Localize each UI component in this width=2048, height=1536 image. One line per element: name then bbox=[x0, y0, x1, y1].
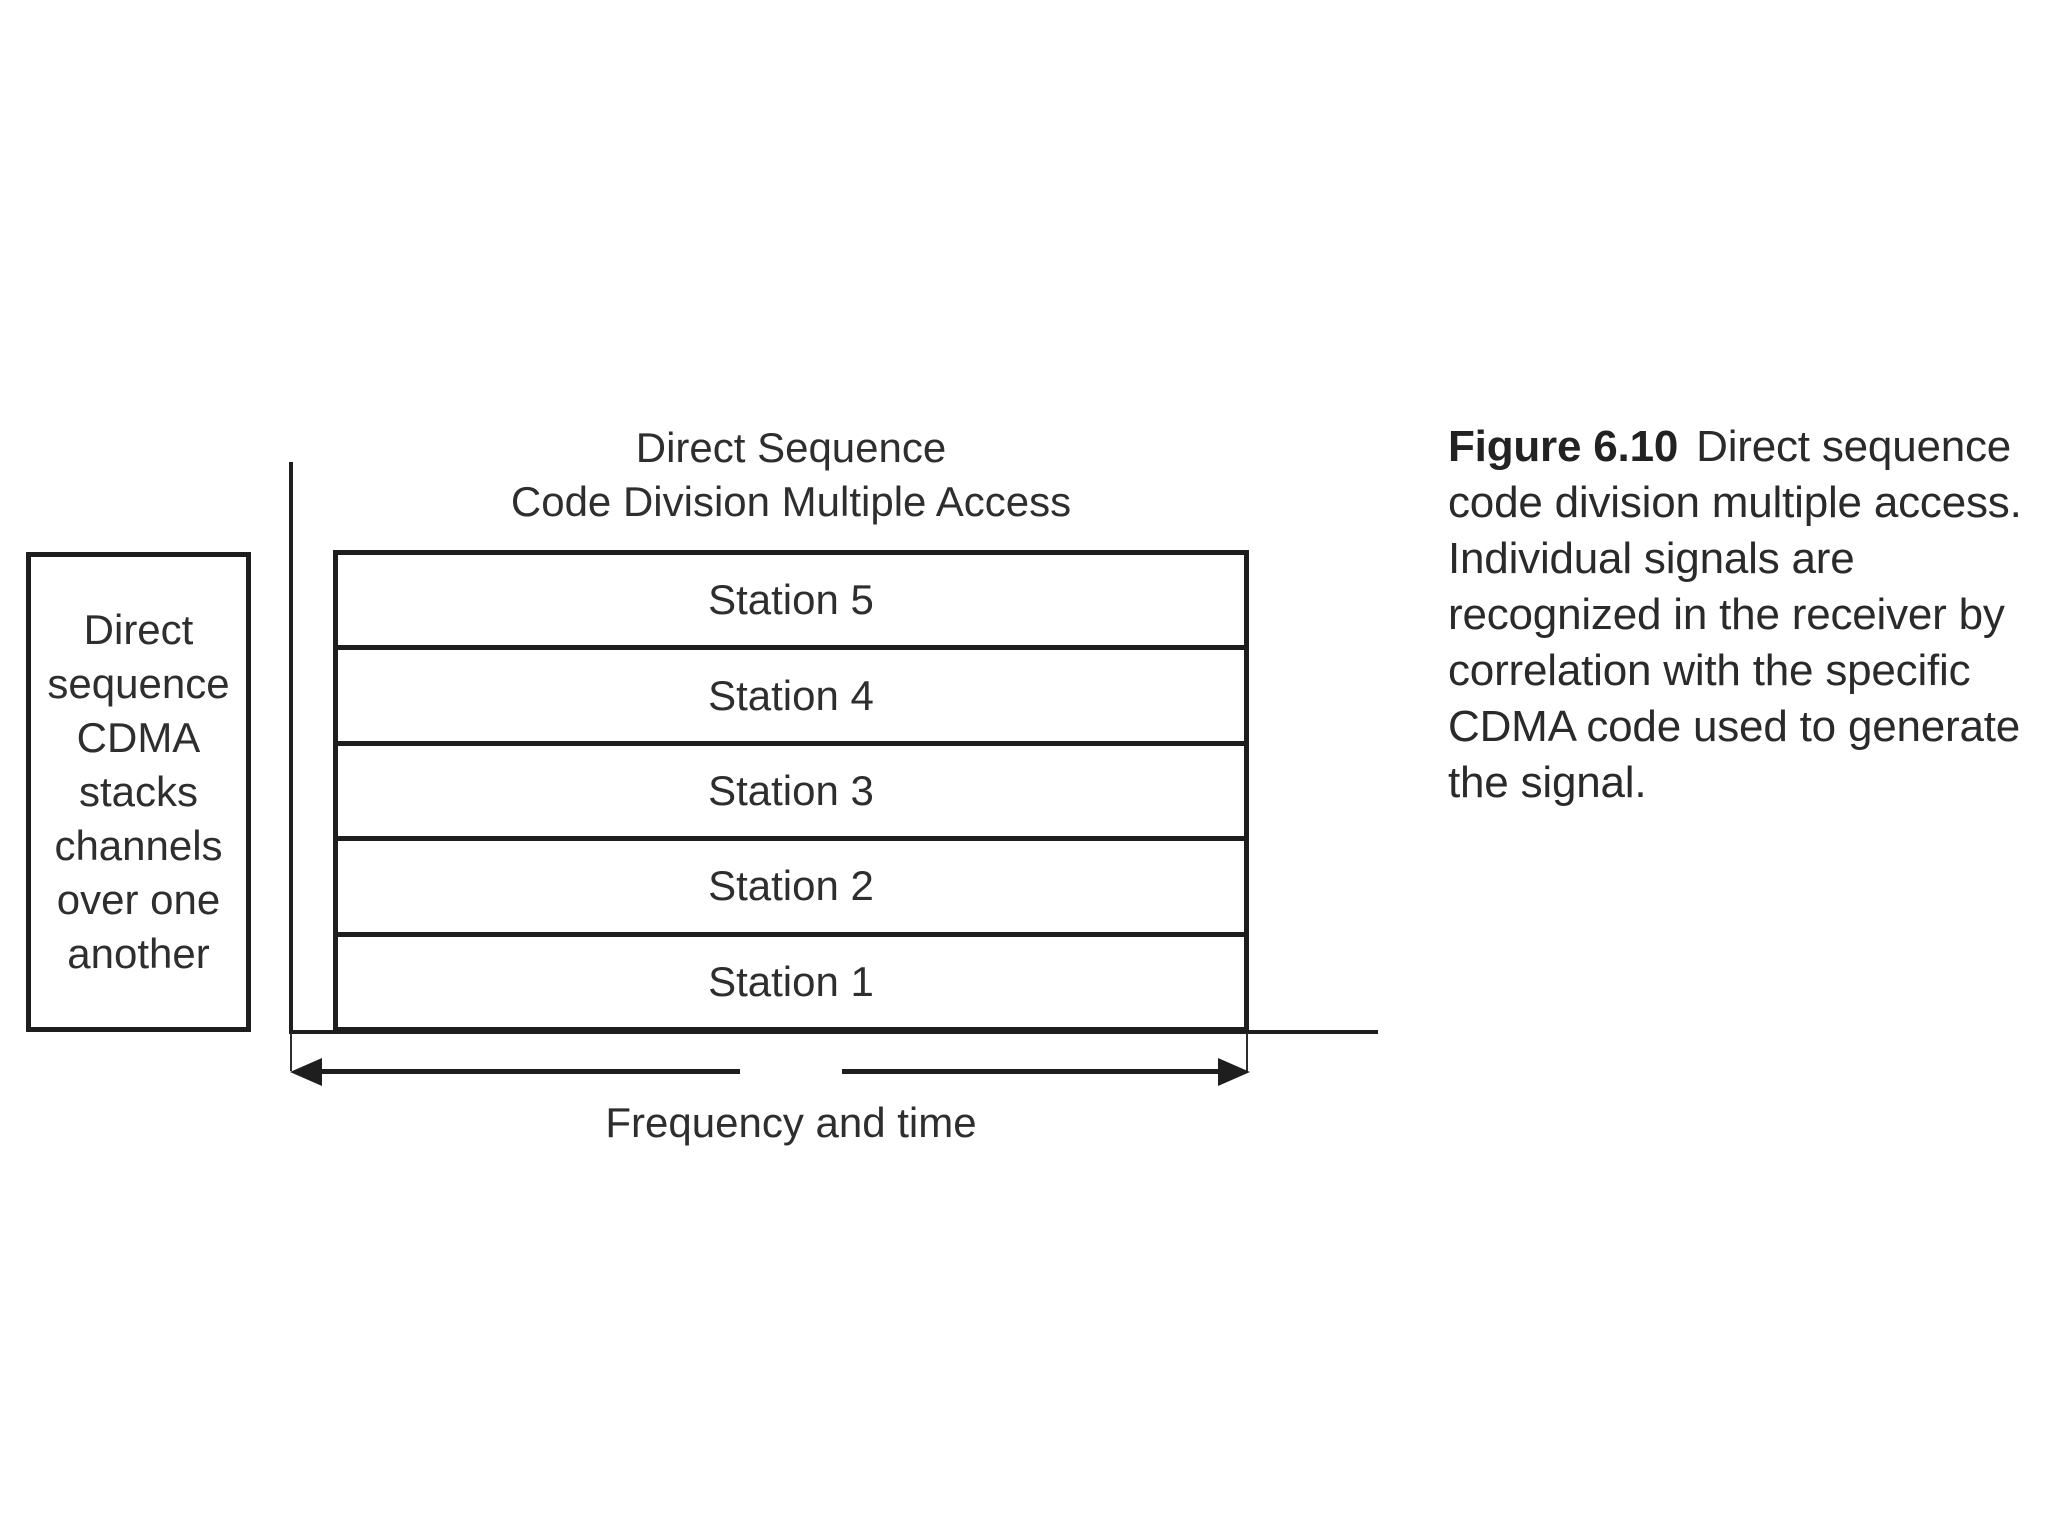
caption-line: recognized in the receiver by bbox=[1448, 590, 2005, 639]
left-note-box: Direct sequence CDMA stacks channels ove… bbox=[26, 552, 251, 1032]
arrow-line-left-segment bbox=[316, 1069, 740, 1074]
arrow-drop-line-right bbox=[1246, 1033, 1248, 1071]
station-stack: Station 5 Station 4 Station 3 Station 2 … bbox=[333, 550, 1249, 1032]
caption-line: CDMA code used to generate bbox=[1448, 702, 2021, 751]
caption-line: correlation with the specific bbox=[1448, 646, 1971, 695]
left-note-line: sequence bbox=[47, 660, 230, 707]
caption-line: Individual signals are bbox=[1448, 534, 1855, 583]
caption-line: the signal. bbox=[1448, 758, 1647, 807]
caption-line: Figure 6.10 Direct sequence bbox=[1448, 419, 2048, 475]
arrow-left-head-icon bbox=[290, 1058, 322, 1086]
left-note-line: over one bbox=[56, 876, 221, 923]
arrow-drop-line-left bbox=[290, 1033, 292, 1071]
left-note-line: Direct bbox=[83, 606, 194, 653]
left-note-line: stacks bbox=[78, 768, 199, 815]
station-row-3: Station 3 bbox=[338, 746, 1244, 842]
station-row-5: Station 5 bbox=[338, 555, 1244, 651]
left-note-line: another bbox=[67, 930, 210, 977]
vertical-axis-line bbox=[289, 462, 293, 1034]
station-row-1: Station 1 bbox=[708, 957, 874, 1005]
station-row-2: Station 2 bbox=[338, 841, 1244, 937]
figure-caption: Figure 6.10 Direct sequence code division… bbox=[1448, 419, 2048, 811]
left-note-line: channels bbox=[54, 822, 223, 869]
arrow-line-right-segment bbox=[842, 1069, 1223, 1074]
caption-line1-text: Direct sequence bbox=[1696, 422, 2012, 471]
caption-line: code division multiple access. bbox=[1448, 478, 2022, 527]
station-row-4: Station 4 bbox=[338, 650, 1244, 746]
diagram-title-line1: Direct Sequence bbox=[635, 424, 947, 471]
x-axis-label: Frequency and time bbox=[605, 1099, 977, 1146]
arrow-right-head-icon bbox=[1218, 1058, 1250, 1086]
left-note-line: CDMA bbox=[76, 714, 201, 761]
horizontal-axis-line bbox=[289, 1030, 1378, 1034]
diagram-title-line2: Code Division Multiple Access bbox=[510, 478, 1072, 525]
diagram-title: Direct Sequence Code Division Multiple A… bbox=[333, 421, 1249, 529]
caption-figure-number: Figure 6.10 bbox=[1448, 422, 1679, 471]
